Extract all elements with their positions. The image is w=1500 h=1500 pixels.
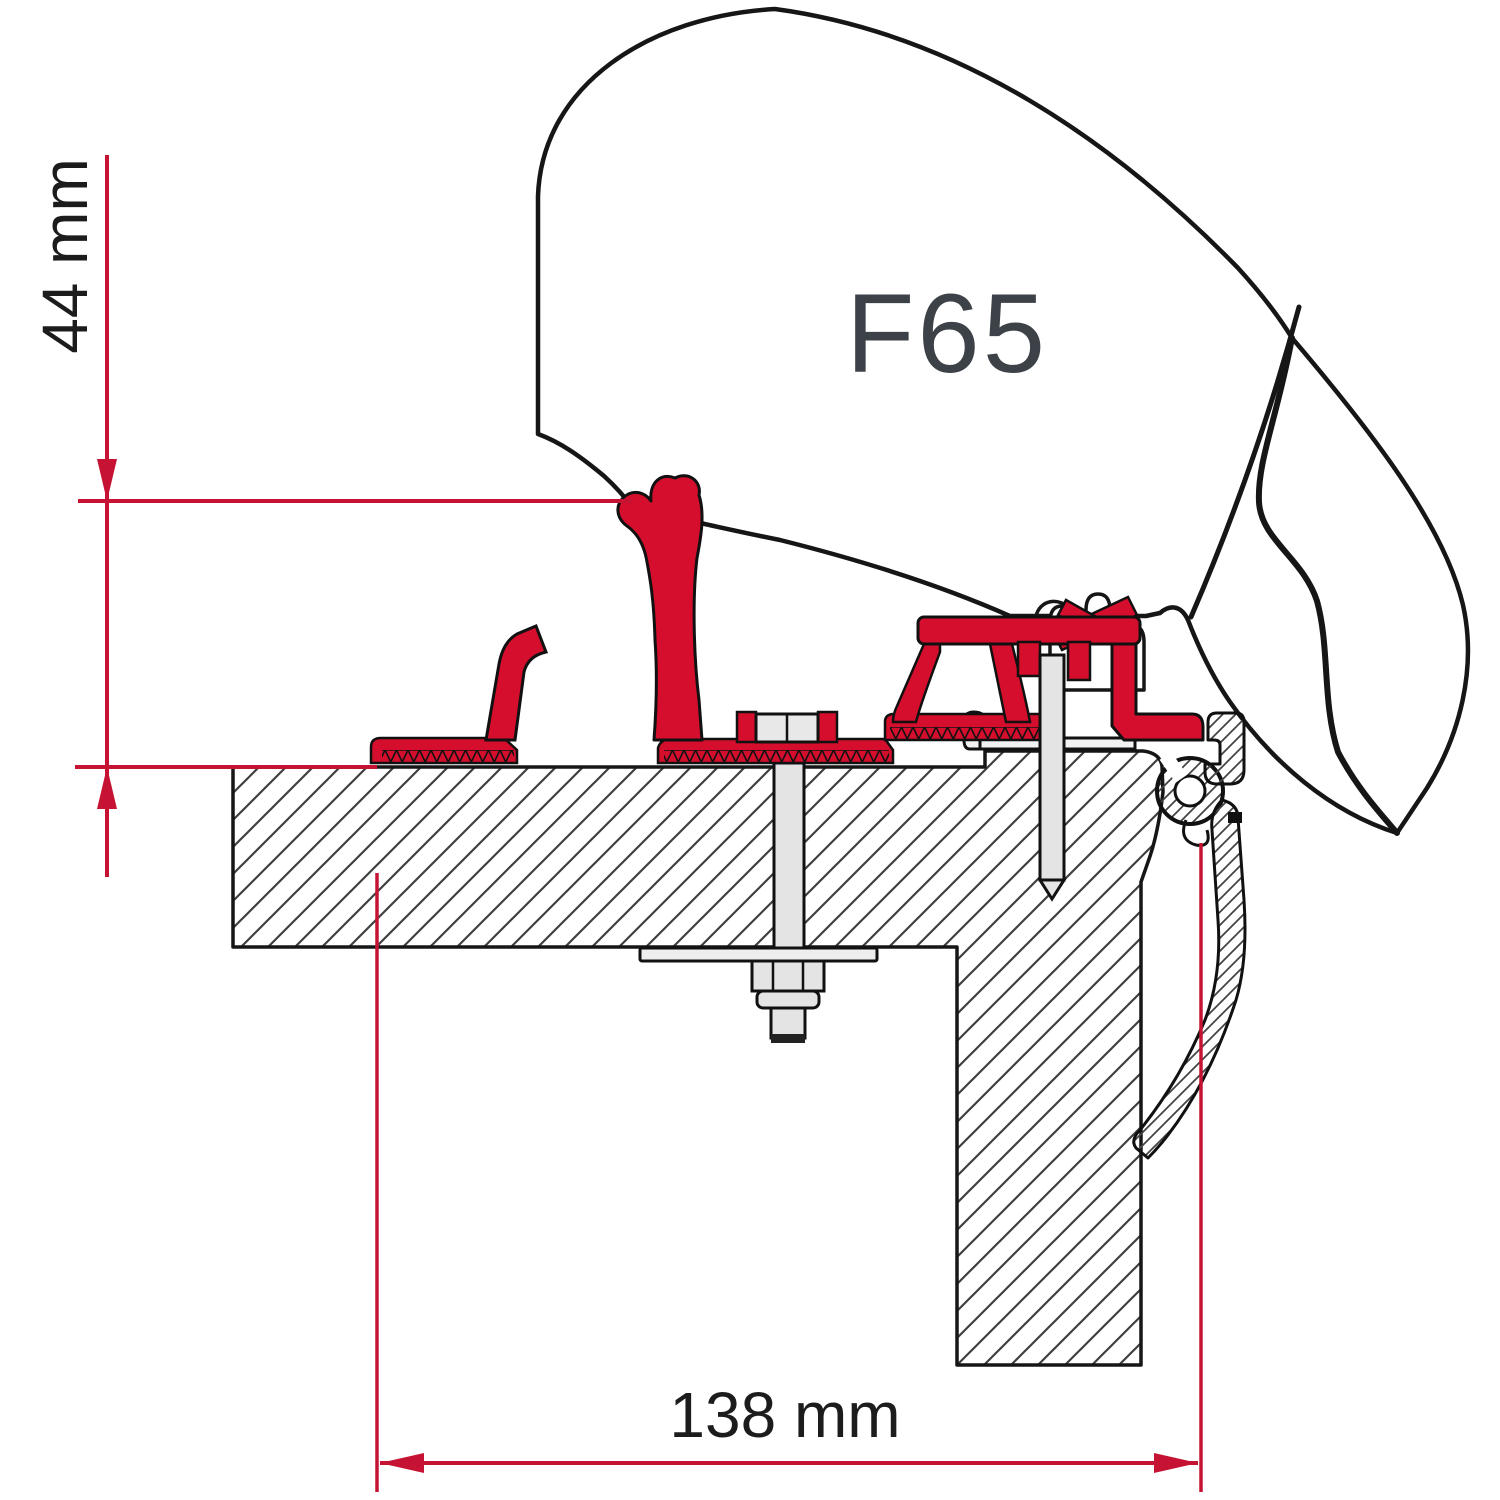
dim-44-arrow-down (97, 459, 117, 501)
bolt-hex-nut (750, 959, 826, 993)
bolt-end-cap (771, 1034, 805, 1043)
trapezoid-left-leg (891, 642, 942, 724)
screw-shaft (1038, 653, 1066, 882)
roof-wall-hatched-body (231, 749, 1165, 1367)
dimension-44mm: 44 mm (29, 155, 632, 877)
bead-neck (1182, 819, 1210, 847)
trapezoid-right-leg (988, 642, 1032, 724)
adapter-bracket-right (883, 595, 1205, 902)
awning-rail-bead-bore (1173, 774, 1207, 808)
slider-block-assembly (735, 710, 839, 744)
roof-bolt-assembly (638, 761, 879, 1043)
left-stand-leg (484, 624, 549, 742)
dim-138-arrow-left (380, 1453, 424, 1473)
dimension-44mm-label: 44 mm (29, 158, 101, 354)
gutter-hook-profile (1203, 711, 1246, 786)
bolt-collar (755, 989, 821, 1010)
fixing-screw (1037, 653, 1067, 902)
rain-gutter-profile (1132, 711, 1247, 1160)
screw-guide-stud-right (1066, 640, 1092, 682)
adapter-bracket-left (369, 474, 895, 765)
dim-138-arrow-right (1154, 1453, 1198, 1473)
slider-rail-right (816, 710, 839, 744)
right-stand-leg-with-hook (616, 474, 704, 742)
bead-slot (1159, 751, 1188, 783)
skirt-clip-tab (1228, 812, 1242, 823)
screw-guide-stud-left (1016, 640, 1042, 678)
slider-rail-left (735, 710, 758, 744)
case-inner-edge (1188, 304, 1302, 620)
bolt-washer-plate (638, 946, 879, 963)
bolt-stem (769, 1006, 807, 1040)
bolt-rod (772, 761, 806, 952)
mid-foot-teeth (664, 750, 889, 763)
bracket-top-bar (916, 615, 1142, 646)
left-foot-teeth (382, 750, 514, 763)
gutter-skirt (1132, 798, 1247, 1160)
screw-tip (1037, 878, 1067, 902)
awning-model-label: F65 (846, 271, 1048, 396)
case-lid-seam (1255, 335, 1400, 836)
dimension-138mm: 138 mm (375, 843, 1203, 1492)
dimension-138mm-label: 138 mm (669, 1379, 900, 1451)
caravan-wall-section (231, 749, 1165, 1367)
dim-44-arrow-up (97, 767, 117, 809)
right-foot-teeth (890, 727, 1050, 740)
rail-flange-and-foot (1110, 642, 1205, 742)
